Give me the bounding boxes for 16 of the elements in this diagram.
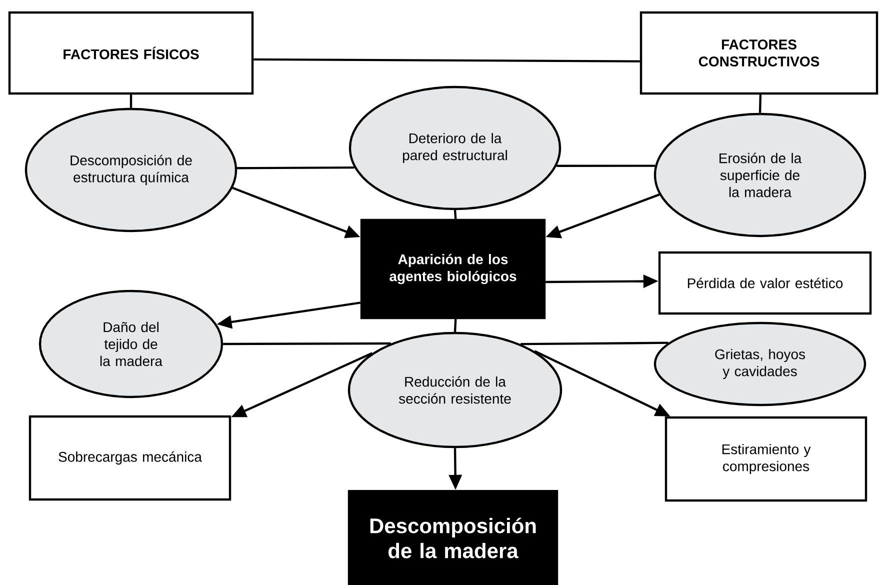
factor-box: FACTORES FÍSICOS <box>8 11 254 95</box>
connector-line <box>454 319 457 332</box>
process-box: Aparición de los agentes biológicos <box>360 218 546 320</box>
result-box: Descomposición de la madera <box>348 490 558 585</box>
connector-line <box>556 164 656 167</box>
connector-line <box>758 94 762 113</box>
effect-box: Estiramiento y compresiones <box>664 416 868 502</box>
connector-line <box>223 342 391 346</box>
connector-line <box>254 58 640 62</box>
effect-box: Pérdida de valor estético <box>658 251 872 315</box>
connector-line <box>130 94 132 108</box>
connector-line <box>520 342 668 346</box>
connector-line <box>454 210 457 219</box>
connector-line <box>237 166 354 170</box>
effect-box: Sobrecargas mecánica <box>28 415 232 501</box>
factor-box: FACTORES CONSTRUCTIVOS <box>640 11 878 95</box>
